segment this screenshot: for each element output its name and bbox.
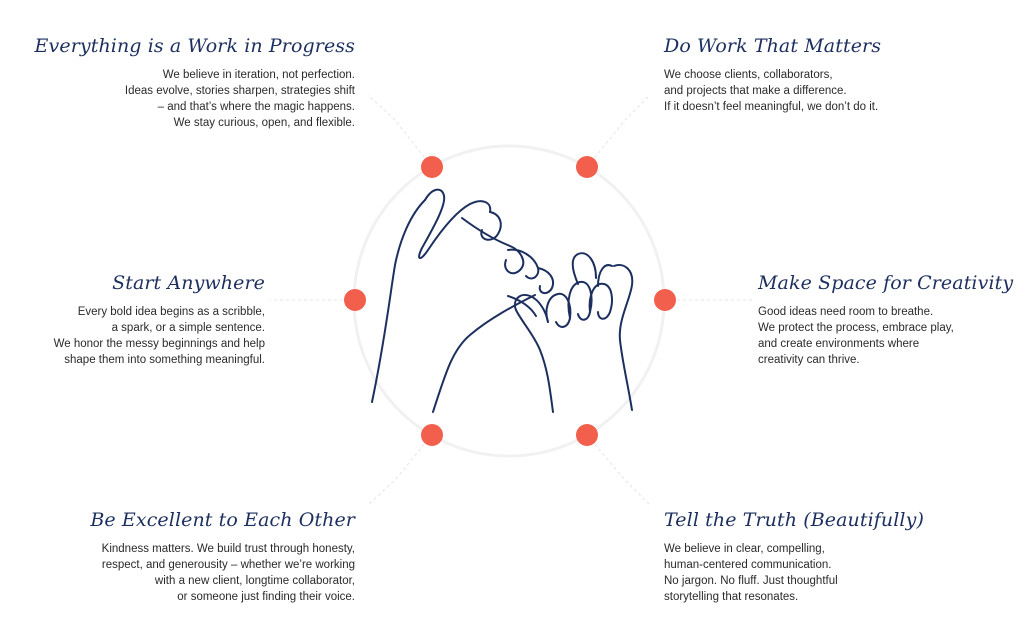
value-card-start-anywhere: Start Anywhere Every bold idea begins as… [0,272,265,368]
value-title: Be Excellent to Each Other [90,509,355,531]
value-card-do-work-that-matters: Do Work That Matters We choose clients, … [664,35,1004,115]
description-line: We believe in clear, compelling, [664,543,825,555]
value-description: Good ideas need room to breathe. We prot… [758,304,1018,368]
value-card-everything-is-a-work-in-progress: Everything is a Work in Progress We beli… [15,35,355,131]
value-description: We choose clients, collaborators, and pr… [664,67,1004,115]
description-line: and projects that make a difference. [664,85,847,97]
dot-bottom-right [576,424,598,446]
description-line: human-centered communication. [664,559,832,571]
dot-top-right [576,156,598,178]
connector-lines [270,94,755,506]
description-line: and create environments where [758,338,920,350]
value-dots [344,156,676,446]
description-line: We protect the process, embrace play, [758,322,954,334]
description-line: or someone just finding their voice. [177,591,355,603]
value-card-tell-the-truth-beautifully: Tell the Truth (Beautifully) We believe … [664,509,1004,605]
connector-top-left [367,94,433,168]
value-title: Tell the Truth (Beautifully) [664,509,924,531]
description-line: We believe in iteration, not perfection. [162,69,355,81]
description-line: Every bold idea begins as a scribble, [77,306,265,318]
value-description: We believe in iteration, not perfection.… [15,67,355,131]
description-line: storytelling that resonates. [664,591,799,603]
value-card-make-space-for-creativity: Make Space for Creativity Good ideas nee… [758,272,1018,368]
description-line: No jargon. No fluff. Just thoughtful [664,575,838,587]
description-line: We choose clients, collaborators, [664,69,833,81]
dot-top-left [421,156,443,178]
pinky-promise-hands-illustration [371,188,634,413]
description-line: We honor the messy beginnings and help [53,338,265,350]
value-title: Make Space for Creativity [758,272,1014,294]
description-line: Kindness matters. We build trust through… [101,543,355,555]
description-line: creativity can thrive. [758,354,860,366]
description-line: If it doesn’t feel meaningful, we don’t … [664,101,879,113]
connector-top-right [586,94,651,168]
dot-mid-left [344,289,366,311]
value-title: Start Anywhere [112,272,265,294]
value-title: Everything is a Work in Progress [34,35,355,57]
description-line: with a new client, longtime collaborator… [154,575,355,587]
dot-bottom-left [421,424,443,446]
description-line: shape them into something meaningful. [64,354,265,366]
description-line: Good ideas need room to breathe. [758,306,934,318]
description-line: respect, and generousity – whether we’re… [101,559,355,571]
connector-bottom-right [586,434,651,506]
center-ring [352,144,666,458]
value-description: We believe in clear, compelling, human-c… [664,541,1004,605]
description-line: – and that’s where the magic happens. [157,101,355,113]
description-line: Ideas evolve, stories sharpen, strategie… [124,85,355,97]
value-description: Every bold idea begins as a scribble, a … [0,304,265,368]
description-line: We stay curious, open, and flexible. [173,117,355,129]
value-description: Kindness matters. We build trust through… [15,541,355,605]
dot-mid-right [654,289,676,311]
description-line: a spark, or a simple sentence. [111,322,265,334]
value-card-be-excellent-to-each-other: Be Excellent to Each Other Kindness matt… [15,509,355,605]
connector-bottom-left [367,434,433,506]
value-title: Do Work That Matters [664,35,882,57]
